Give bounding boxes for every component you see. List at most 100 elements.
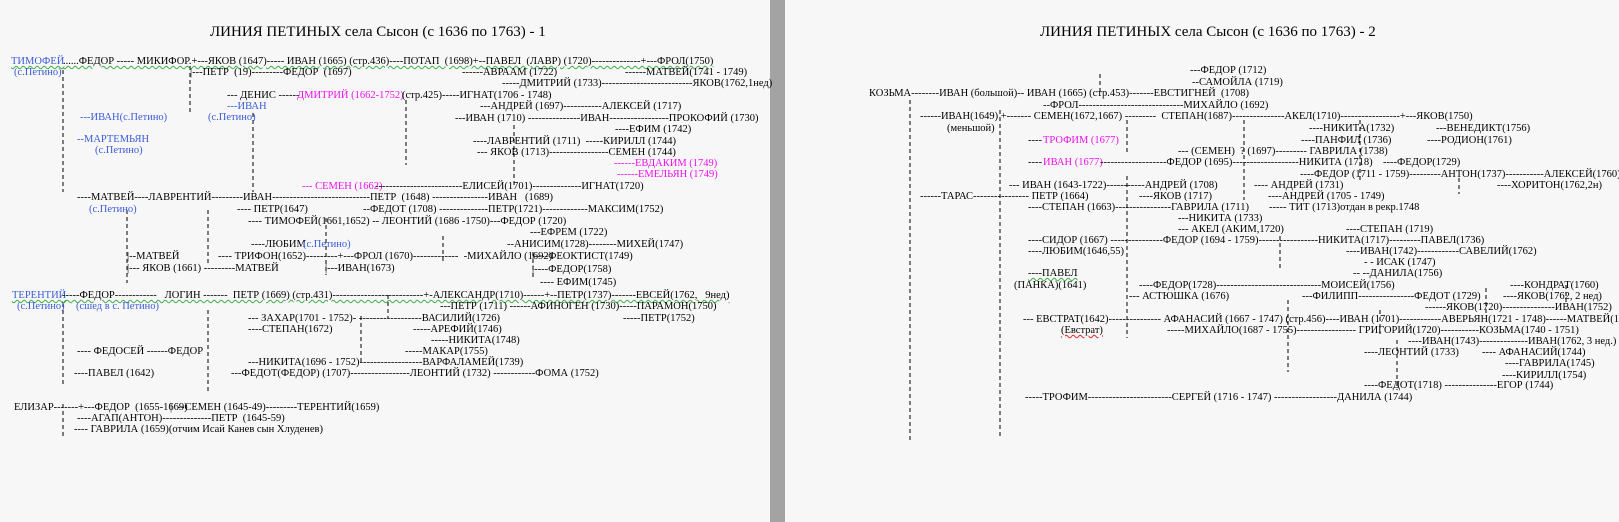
lineage-row: --- (СЕМЕН) ? (1697)--------- ГАВРИЛА (1…: [1178, 146, 1388, 157]
lineage-row: -----ТРОФИМ------------------------СЕРГЕ…: [1025, 392, 1413, 403]
lineage-row: ---ФИЛИПП----------------ФЕДОТ (1729): [1302, 291, 1481, 302]
lineage-row: -----ДМИТРИЙ (1733)---------------------…: [502, 78, 773, 89]
lineage-row: ---- ТИМОФЕЙ(1661,1652) -- ЛЕОНТИЙ (1686…: [248, 216, 567, 227]
lineage-row: ---- ПЕТР(1647): [237, 204, 308, 215]
lineage-row: -----МАКАР(1755): [405, 346, 488, 357]
lineage-row: (ПАНКА)(1641): [1014, 280, 1087, 291]
lineage-row: ---- АФАНАСИЙ(1744): [1482, 347, 1586, 358]
lineage-row: |---ИВАН(1673): [325, 263, 395, 274]
lineage-row: --САМОЙЛА (1719): [1192, 77, 1283, 88]
highlighted-person: ТРОФИМ (1677): [1043, 135, 1119, 146]
lineage-row: (Евстрат): [1061, 325, 1103, 336]
person-entry: ---ИВАН(с.Петино): [80, 112, 168, 123]
lineage-row: ---АНДРЕЙ (1697)-----------АЛЕКСЕЙ (1717…: [480, 101, 682, 112]
lineage-row: ----ИВАН(1742)------------САВЕЛИЙ(1762): [1346, 246, 1537, 257]
lineage-row: ----ЕФИМ (1742): [615, 124, 692, 135]
lineage-row: --- АСТЮШКА (1676): [1129, 291, 1230, 302]
lineage-row: ----: [1028, 157, 1045, 168]
lineage-row: ---НИКИТА(1696 - 1752)------------------…: [248, 357, 524, 368]
highlighted-person: ДМИТРИЙ (1662-1752): [297, 90, 404, 101]
location-note: (с.Петино): [208, 112, 256, 123]
lineage-row: |--- ЯКОВ (1661) ---------МАТВЕЙ: [127, 263, 279, 274]
lineage-row: -----ФЕДОР------------ ЛОГИН ------- ПЕТ…: [62, 290, 730, 301]
lineage-row: ------АВРААМ (1722): [462, 67, 558, 78]
location-note: (с.Петино): [17, 301, 65, 312]
lineage-row: ----СТЕПАН(1672): [248, 324, 333, 335]
lineage-row: ----ГАВРИЛА(1745): [1505, 358, 1595, 369]
lineage-row: ----: [1028, 135, 1045, 146]
person-entry: ---ИВАН: [227, 101, 267, 112]
lineage-row: ---НИКИТА (1733): [1178, 213, 1263, 224]
location-note: (с.Петино): [89, 204, 137, 215]
lineage-row: -------------------ФЕДОР (1695)---------…: [1100, 157, 1373, 168]
page-title-1: ЛИНИЯ ПЕТИНЫХ села Сысон (с 1636 по 1763…: [210, 24, 546, 40]
lineage-row: ------МАТВЕЙ(1741 - 1749): [625, 67, 748, 78]
lineage-row: |---ПЕТР (19)---------ФЕДОР (1697): [190, 67, 352, 78]
page-separator: [770, 0, 785, 522]
lineage-row: --ФРОЛ------------------------------МИХА…: [1043, 100, 1269, 111]
lineage-row: ---ВЕНЕДИКТ(1756): [1436, 123, 1531, 134]
lineage-row: ----СТЕПАН (1719): [1346, 224, 1434, 235]
lineage-row: - - ИСАК (1747): [1364, 257, 1436, 268]
lineage-row: ----ИВАН(1743)--------------ИВАН(1762, 3…: [1408, 336, 1617, 347]
document-page-1: [0, 0, 770, 522]
lineage-row: ---ЕФРЕМ (1722): [530, 227, 608, 238]
lineage-row: ----КИРИЛЛ(1754): [1502, 370, 1587, 381]
lineage-row: -----ПЕТР(1752): [623, 313, 695, 324]
lineage-row: ----СТЕПАН (1663)----------------ГАВРИЛА…: [1028, 202, 1249, 213]
lineage-row: КОЗЬМА--------ИВАН (большой)-- ИВАН (166…: [869, 88, 1249, 99]
lineage-row: |--МАТВЕЙ: [127, 251, 180, 262]
person-entry: ТЕРЕНТИЙ: [12, 290, 67, 301]
highlighted-person: ИВАН (1677): [1043, 157, 1103, 168]
lineage-row: ----РОДИОН(1761): [1427, 135, 1512, 146]
lineage-row: -----АРЕФИЙ(1746): [413, 324, 502, 335]
lineage-row: ------ТАРАС---------------- ПЕТР (1664): [920, 191, 1089, 202]
lineage-row: ---ИВАН (1710) ---------------ИВАН------…: [455, 113, 759, 124]
lineage-row: ----- ТИТ (1713)отдан в рекр.1748: [1269, 202, 1420, 213]
lineage-row: ----ЛАВРЕНТИЙ (1711) -----КИРИЛЛ (1744): [473, 136, 676, 147]
lineage-row: --- ИВАН (1643-1722)-----------АНДРЕЙ (1…: [1009, 180, 1218, 191]
lineage-row: ---- АНДРЕЙ (1731): [1254, 180, 1344, 191]
lineage-row: ----ЛЮБИМ(1646,55): [1028, 246, 1124, 257]
lineage-row: (меньшой): [947, 123, 995, 134]
lineage-row: ----АНДРЕЙ (1705 - 1749): [1268, 191, 1385, 202]
lineage-row: ---- ЕФИМ(1745): [540, 277, 617, 288]
lineage-row: ----ПАВЕЛ (1642): [74, 368, 155, 379]
lineage-row: ---ФЕДОР (1712): [1190, 65, 1267, 76]
lineage-row: ......ФЕДОР ----- МИКИФОР.+---ЯКОВ (1647…: [63, 56, 714, 67]
lineage-row: -------------------------ЕЛИСЕЙ(1701)---…: [375, 181, 644, 192]
lineage-row: ----ПАВЕЛ: [1028, 268, 1078, 279]
lineage-row: ----ЛЕОНТИЙ (1733): [1364, 347, 1459, 358]
lineage-row: --ФЕДОТ (1708) --------------ПЕТР(1721)-…: [363, 204, 664, 215]
person-entry: --МАРТЕМЬЯН: [77, 134, 150, 145]
lineage-row: ---- ТРИФОН(1652)---------+---ФРОЛ (1670…: [218, 251, 553, 262]
document-page-2: [785, 0, 1619, 522]
lineage-row: --- ЕВСТРАТ(1642)--------------- АФАНАСИ…: [1023, 314, 1619, 325]
lineage-row: -- --ДАНИЛА(1756): [1353, 268, 1443, 279]
lineage-row: ЕЛИЗАР-------+---ФЕДОР (1655-1669): [14, 402, 188, 413]
lineage-row: ----НИКИТА(1732): [1309, 123, 1395, 134]
lineage-row: |----ФЕОКТИСТ(1749): [532, 251, 633, 262]
highlighted-person: ------ЕВДАКИМ (1749): [614, 158, 718, 169]
location-note: (сшед в с. Петино): [76, 301, 160, 312]
lineage-row: ----ФЕДОТ(1718) ---------------ЕГОР (174…: [1364, 380, 1554, 391]
lineage-row: |----ФЕДОР(1758): [532, 264, 612, 275]
highlighted-person: ------ЕМЕЛЬЯН (1749): [617, 169, 718, 180]
lineage-row: ---- ГАВРИЛА (1659)(отчим Исай Канев сын…: [74, 424, 324, 435]
lineage-row: ----ФЕДОР(1728)-------------------------…: [1139, 280, 1395, 291]
page-title-2: ЛИНИЯ ПЕТИНЫХ села Сысон (с 1636 по 1763…: [1040, 24, 1376, 40]
lineage-row: ----ЯКОВ (1717): [1139, 191, 1212, 202]
lineage-row: ---ФЕДОТ(ФЕДОР) (1707)-----------------Л…: [231, 368, 599, 379]
lineage-row: ----ЯКОВ(1762, 2 нед): [1503, 291, 1602, 302]
lineage-row: | --СЕМЕН (1645-49)---------ТЕРЕНТИЙ(165…: [170, 402, 380, 413]
lineage-row: ---- ФЕДОСЕЙ ------ФЕДОР: [77, 346, 204, 357]
person-entry: ТИМОФЕЙ: [11, 56, 65, 67]
lineage-row: ----ЛЮБИМ: [251, 239, 306, 250]
lineage-row: ----ФЕДОР (1711 - 1759)---------АНТОН(17…: [1300, 169, 1619, 180]
lineage-row: -----МИХАЙЛО(1687 - 1755)---------------…: [1167, 325, 1579, 336]
lineage-row: --АНИСИМ(1728)--------МИХЕЙ(1747): [507, 239, 684, 250]
lineage-row: ----ФЕДОР(1729): [1383, 157, 1461, 168]
lineage-row: (стр.425)-----ИГНАТ(1706 - 1748): [402, 90, 552, 101]
lineage-row: ----КОНДРАТ(1760): [1510, 280, 1599, 291]
lineage-row: ---ПЕТР (1711) ------АФИНОГЕН (1730)----…: [440, 301, 717, 312]
